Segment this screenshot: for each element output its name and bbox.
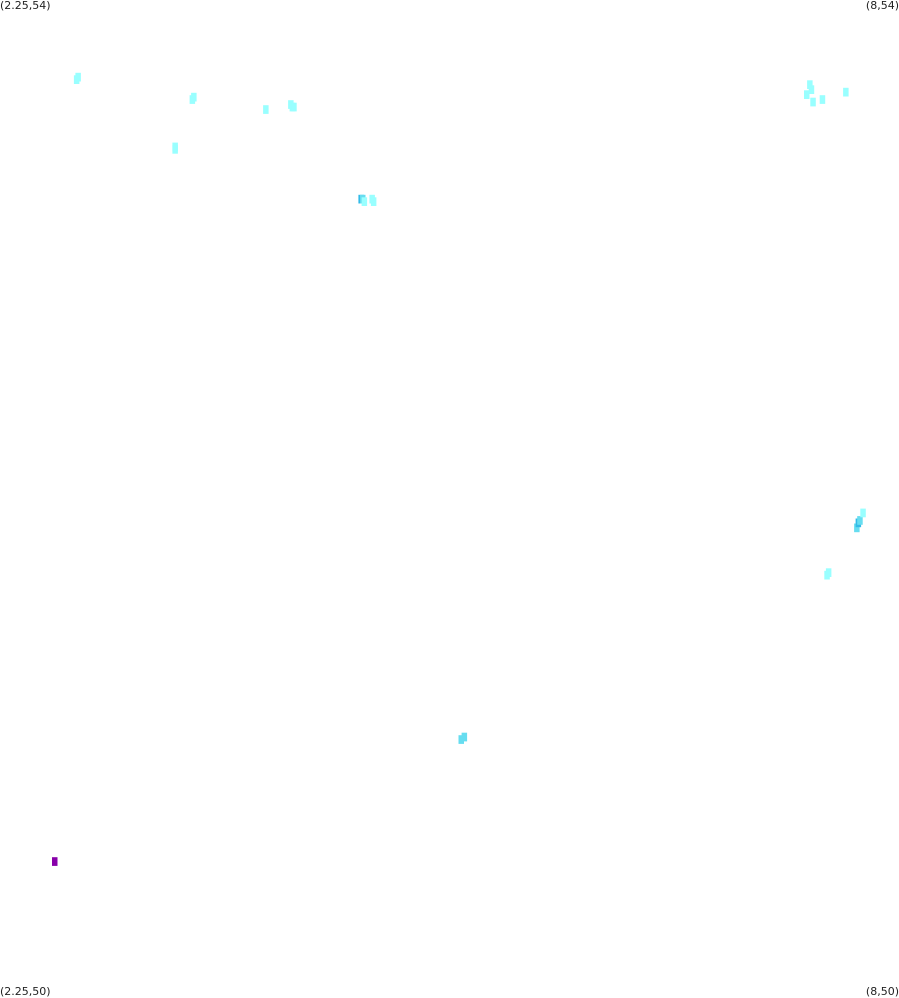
raster-cell-light	[361, 197, 368, 206]
raster-cell-light	[370, 197, 377, 206]
corner-label-top-right: (8,54)	[865, 0, 899, 12]
raster-cell-light	[75, 72, 81, 82]
raster-cell-light	[191, 92, 197, 102]
raster-cell-medium	[857, 516, 863, 525]
raster-cell-light	[819, 95, 826, 104]
raster-cell-light	[810, 97, 816, 107]
corner-label-bottom-right: (8,50)	[865, 985, 899, 998]
raster-cell-light	[860, 508, 866, 518]
raster-cell-light	[825, 568, 832, 577]
raster-cell-light	[843, 87, 849, 97]
corner-label-top-left: (2.25,54)	[0, 0, 51, 12]
raster-cell-medium	[458, 735, 464, 744]
raster-cell-medium	[461, 732, 468, 742]
raster-cell-medium	[854, 523, 860, 533]
raster-cell-light	[291, 102, 297, 112]
corner-label-bottom-left: (2.25,50)	[0, 985, 51, 998]
raster-cell-light	[807, 80, 813, 89]
raster-cell-light	[808, 85, 815, 94]
raster-cell-light	[263, 105, 269, 114]
raster-cell-light	[804, 90, 810, 99]
raster-cell-purple	[52, 857, 58, 866]
raster-cell-light	[172, 142, 178, 152]
